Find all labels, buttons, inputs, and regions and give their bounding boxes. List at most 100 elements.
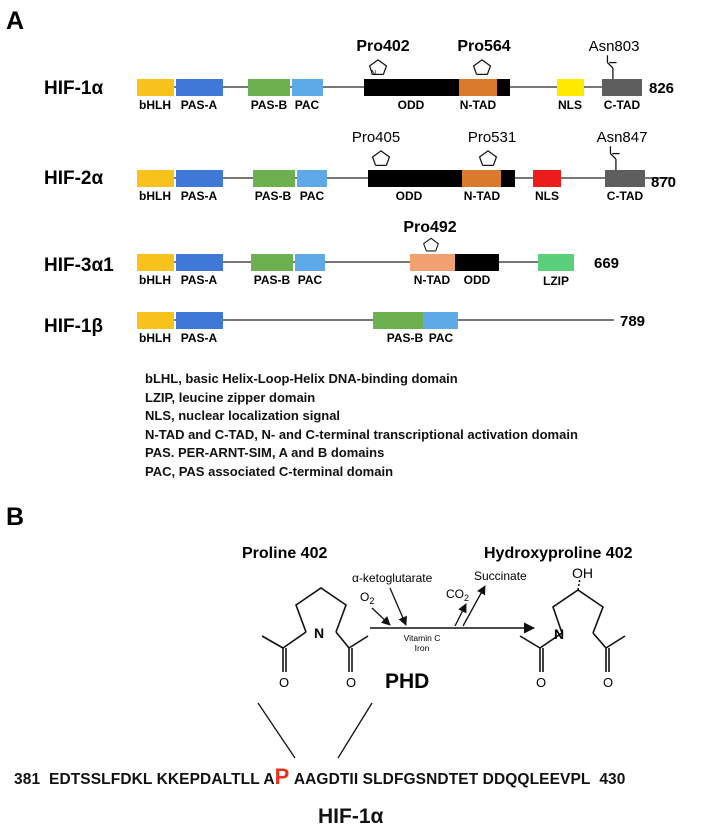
domain-label: C-TAD: [604, 98, 641, 112]
domain-n-tad: [410, 254, 455, 271]
domain-odd: [455, 254, 499, 271]
protein-name: HIF-1α: [44, 78, 104, 99]
domain-pac: [297, 170, 327, 187]
sequence-protein-label: HIF-1α: [318, 805, 384, 828]
domain-nls: [557, 79, 584, 96]
zoom-line-right: [337, 702, 373, 759]
ring-n: N: [371, 70, 376, 77]
hydroxylated-proline: P: [274, 764, 290, 789]
domain-label: NLS: [535, 189, 559, 203]
domain-label: PAC: [298, 273, 323, 287]
proline-ring-icon: [423, 237, 439, 252]
domain-label: LZIP: [543, 274, 569, 288]
domain-label: N-TAD: [464, 189, 501, 203]
domain-bhlh: [137, 254, 174, 271]
legend-item: NLS, nuclear localization signal: [145, 408, 341, 423]
proline-ring-icon: [478, 150, 498, 167]
asparagine-sidechain-icon: [609, 145, 621, 170]
domain-n-tad: [462, 170, 501, 187]
residue-label: Pro402: [356, 38, 409, 55]
domain-pac: [295, 254, 325, 271]
proline-ring-icon: [371, 150, 391, 167]
zoom-line-left: [257, 702, 296, 759]
domain-pas-a: [176, 312, 223, 329]
domain-bhlh: [137, 79, 174, 96]
proline-n: N: [314, 625, 324, 641]
domain-label: PAS-A: [181, 331, 218, 345]
domain-pas-b: [251, 254, 293, 271]
domain-bhlh: [137, 170, 174, 187]
panel-label-b: B: [6, 503, 24, 531]
vitamin-c-label: Vitamin C: [404, 633, 441, 643]
legend-item: bLHL, basic Helix-Loop-Helix DNA-binding…: [145, 371, 458, 386]
domain-pas-a: [176, 254, 223, 271]
co2-label: CO2: [446, 587, 469, 603]
protein-hif1b: HIF-1β bHLH PAS-A PAS-B PAC 789: [44, 312, 645, 345]
domain-label: ODD: [396, 189, 423, 203]
domain-nls: [533, 170, 561, 187]
legend-item: LZIP, leucine zipper domain: [145, 389, 316, 405]
product-label: Hydroxyproline 402: [484, 545, 633, 562]
protein-name: HIF-2α: [44, 168, 104, 189]
succinate-label: Succinate: [474, 569, 527, 583]
protein-length: 789: [620, 313, 645, 330]
domain-label: bHLH: [139, 98, 171, 112]
legend-item: N-TAD and C-TAD, N- and C-terminal trans…: [145, 426, 578, 442]
domain-label: PAC: [300, 189, 325, 203]
hydroxyproline-o2: O: [603, 675, 613, 690]
sequence-end: 430: [599, 771, 626, 788]
domain-label: PAS-A: [181, 98, 218, 112]
substrate-label: Proline 402: [242, 545, 327, 562]
akg-arrow: [389, 587, 407, 626]
o2-arrow: [371, 607, 391, 626]
domain-pas-b: [248, 79, 290, 96]
legend-item: PAS. PER-ARNT-SIM, A and B domains: [145, 445, 385, 460]
domain-pas-b: [253, 170, 295, 187]
domain-c-tad: [605, 170, 645, 187]
domain-pac: [423, 312, 458, 329]
protein-name: HIF-1β: [44, 316, 103, 337]
domain-label: bHLH: [139, 273, 171, 287]
proline-o1: O: [279, 675, 289, 690]
enzyme-label: PHD: [385, 670, 429, 693]
hydroxyproline-oh: OH: [572, 565, 593, 581]
protein-hif2a: HIF-2α bHLH PAS-A PAS-B PAC ODD N-TAD NL…: [44, 129, 676, 203]
co2-arrow: [454, 603, 467, 627]
domain-n-tad: [459, 79, 497, 96]
succinate-arrow: [462, 585, 486, 627]
proline-structure: [261, 587, 369, 672]
protein-name: HIF-3α1: [44, 255, 114, 276]
hydroxyproline-n: N: [554, 626, 564, 642]
domain-label: N-TAD: [460, 98, 497, 112]
sequence-before: EDTSSLFDKL KKEPDALTLL A: [49, 771, 275, 788]
protein-length: 870: [651, 174, 676, 191]
domain-label: PAS-B: [387, 331, 424, 345]
hydroxyproline-o1: O: [536, 675, 546, 690]
asparagine-sidechain-icon: [606, 54, 618, 79]
domain-legend: bLHL, basic Helix-Loop-Helix DNA-binding…: [145, 370, 578, 481]
proline-ring-icon: [472, 59, 492, 76]
domain-pac: [292, 79, 323, 96]
domain-c-tad: [602, 79, 642, 96]
hydroxyproline-structure: [519, 577, 626, 672]
domain-label: PAC: [295, 98, 320, 112]
sequence-after: AAGDTII SLDFGSNDTET DDQQLEEVPL: [293, 771, 591, 788]
domain-pas-a: [176, 79, 223, 96]
domain-label: NLS: [558, 98, 582, 112]
panel-label-a: A: [6, 7, 24, 35]
reaction-scheme: Proline 402 Hydroxyproline 402 N O O α-k…: [242, 545, 633, 759]
residue-label: Pro564: [457, 38, 510, 55]
o2-label: O2: [360, 590, 374, 606]
domain-label: PAS-A: [181, 189, 218, 203]
proline-o2: O: [346, 675, 356, 690]
domain-label: PAC: [429, 331, 454, 345]
domain-label: ODD: [398, 98, 425, 112]
protein-hif1a: HIF-1α bHLH PAS-A PAS-B PAC ODD N-TAD NL…: [44, 38, 674, 112]
domain-label: PAS-B: [251, 98, 288, 112]
protein-hif3a1: HIF-3α1 bHLH PAS-A PAS-B PAC N-TAD ODD L…: [44, 219, 619, 288]
protein-length: 826: [649, 80, 674, 97]
domain-label: N-TAD: [414, 273, 451, 287]
domain-label: ODD: [464, 273, 491, 287]
residue-label: Pro492: [403, 219, 456, 236]
